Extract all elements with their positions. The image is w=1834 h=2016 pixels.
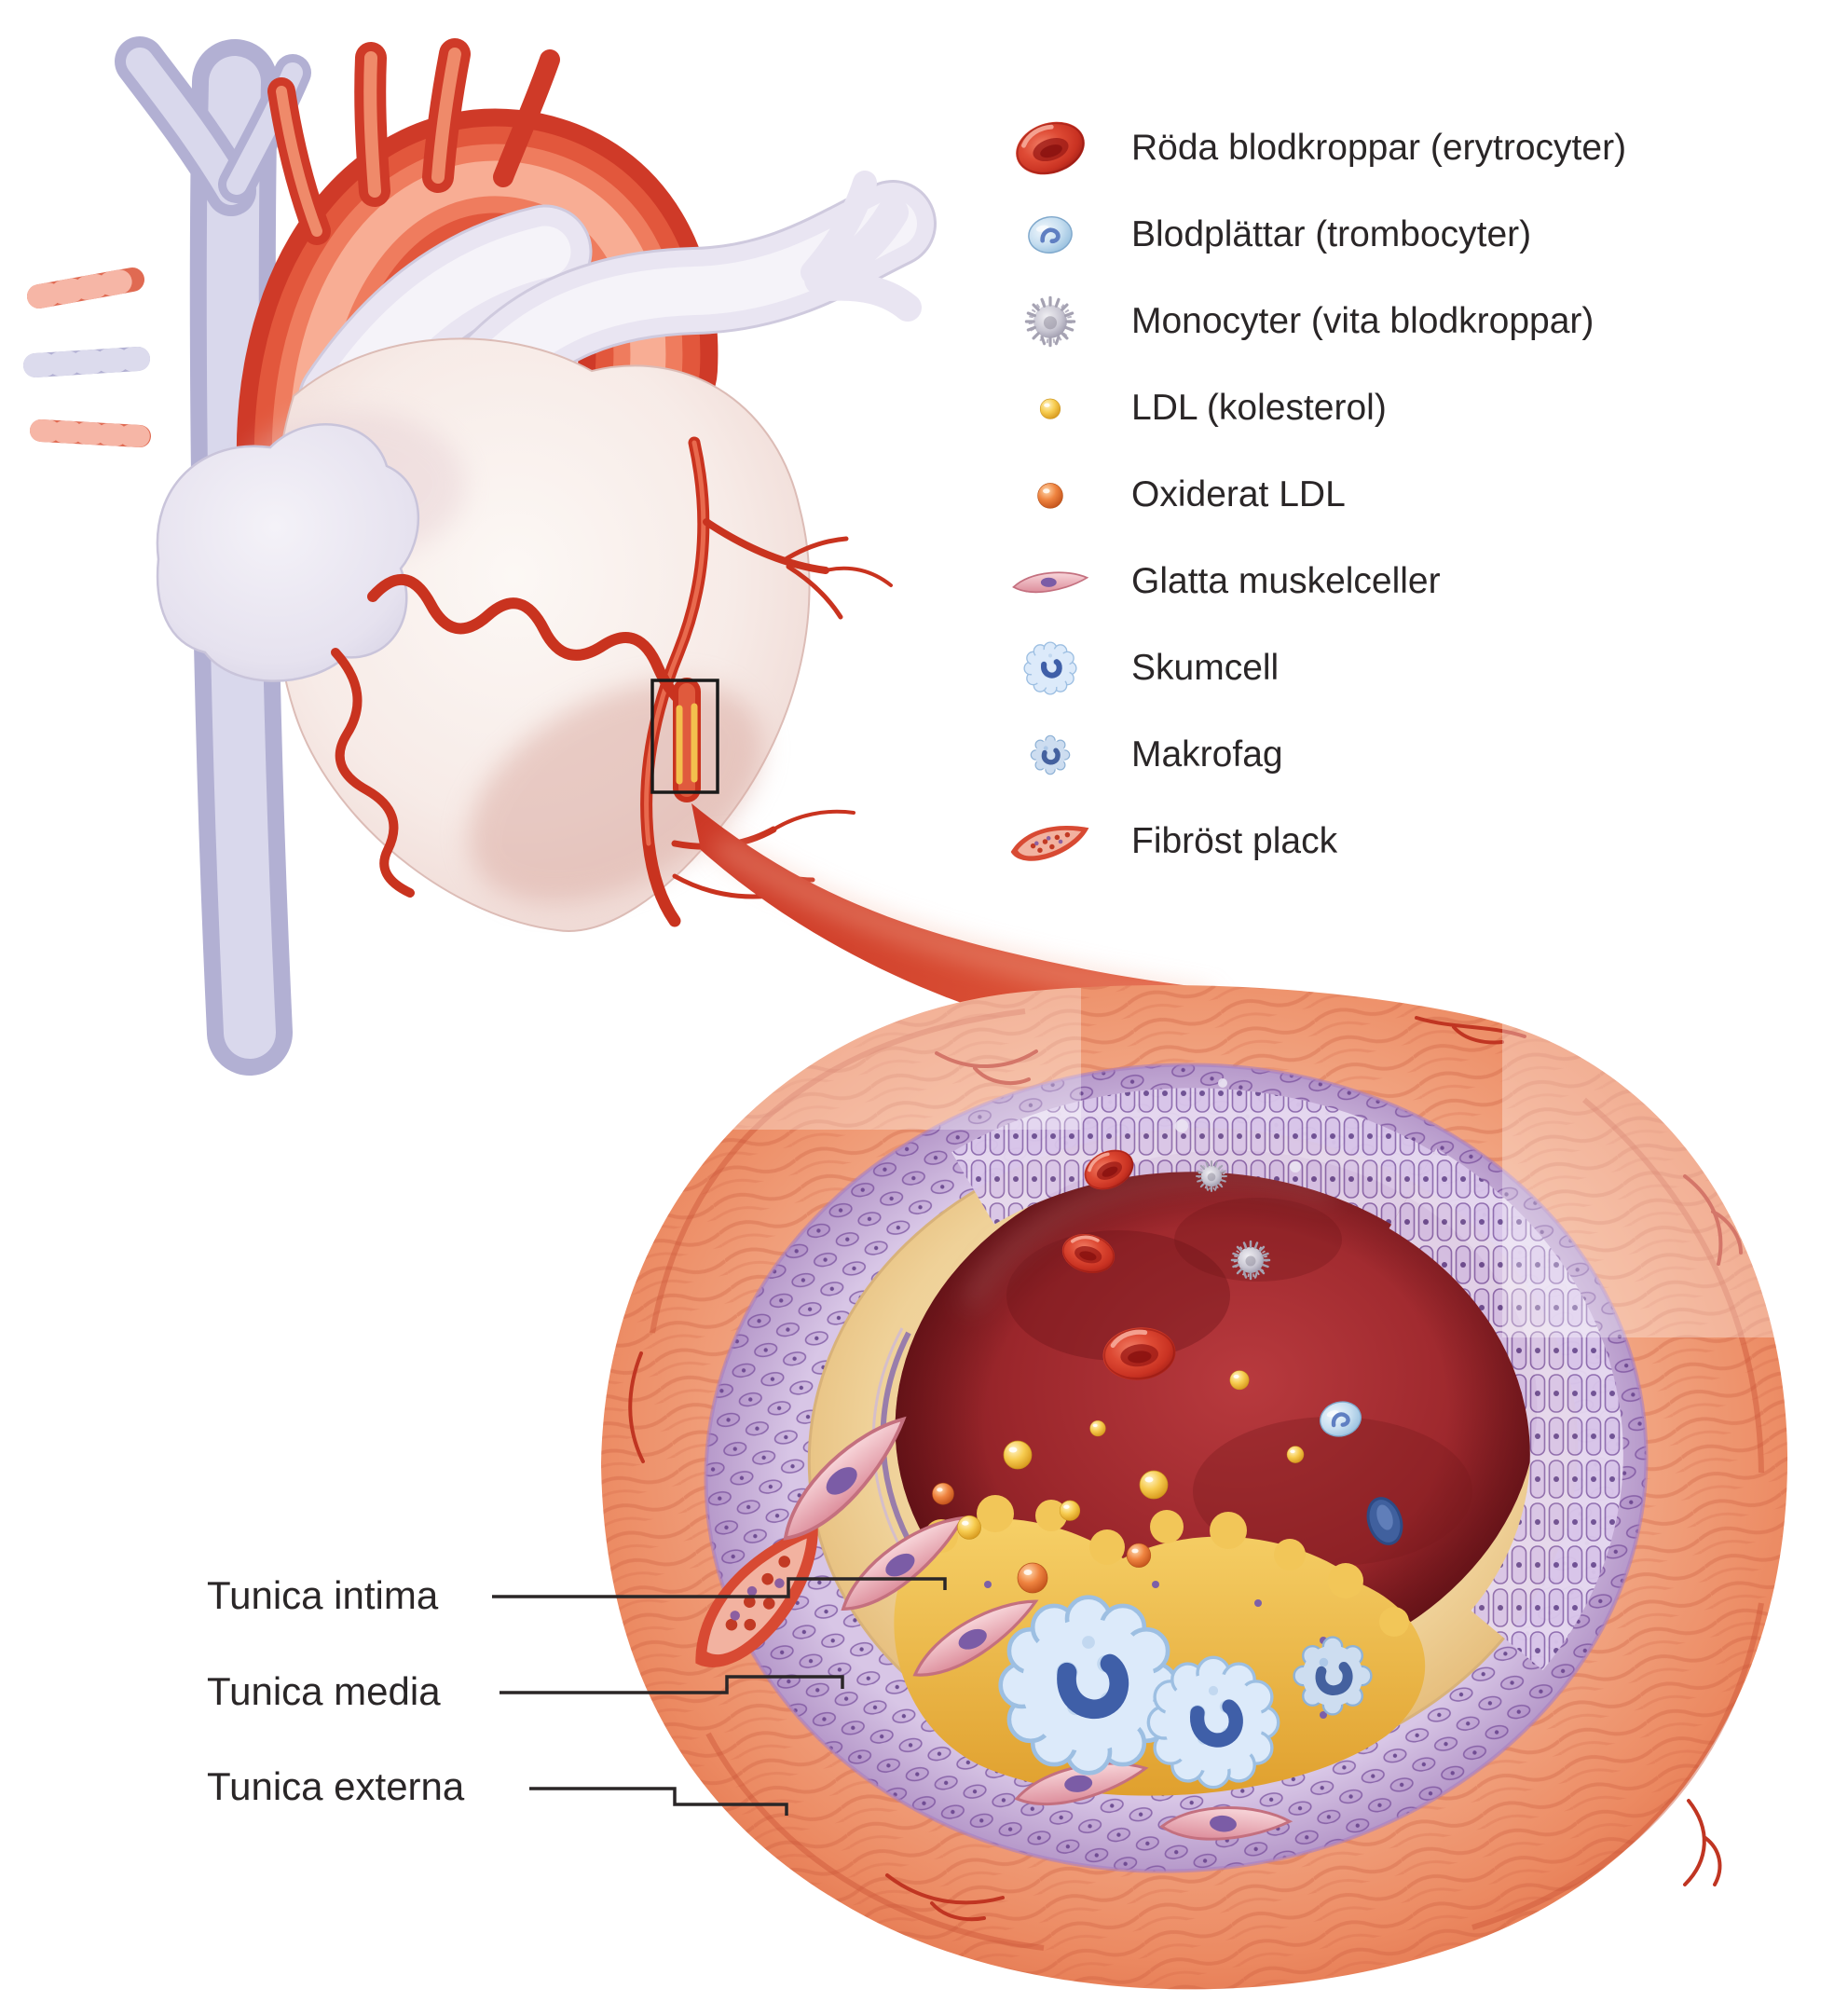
- white-cell-dot: [1218, 1078, 1227, 1088]
- legend-label: Fibröst plack: [1131, 820, 1338, 861]
- legend-item: Röda blodkroppar (erytrocyter): [980, 104, 1626, 191]
- legend-item: LDL (kolesterol): [980, 364, 1626, 451]
- activated-platelet: [1366, 1497, 1403, 1545]
- ldl-icon: [980, 391, 1120, 425]
- fibrous-plaque-icon: [980, 799, 1120, 885]
- legend-label: Glatta muskelceller: [1131, 560, 1441, 601]
- plaque-highlight-box: [650, 679, 719, 794]
- leader-line-tunica-media: [500, 1675, 844, 1694]
- heart-illustration: [23, 36, 937, 1076]
- monocyte: [1195, 1159, 1228, 1193]
- legend-item: Blodplättar (trombocyter): [980, 191, 1626, 278]
- vessel-stubs: [23, 267, 151, 447]
- intima-cell-band-top: [951, 1088, 1434, 1225]
- red-blood-cell-icon: [980, 110, 1120, 186]
- label-tunica-intima: Tunica intima: [207, 1573, 439, 1617]
- platelet-icon: [980, 208, 1120, 262]
- lumen-cells: [932, 1078, 1403, 1788]
- legend-item: Skumcell: [980, 624, 1626, 711]
- monocyte-icon: [980, 292, 1120, 351]
- ldl-particle: [1003, 1440, 1033, 1470]
- legend-item: Glatta muskelceller: [980, 538, 1626, 624]
- intima-cell-band-right: [1389, 1147, 1623, 1670]
- oxidized-ldl-particle: [932, 1482, 954, 1505]
- leader-line-tunica-intima: [492, 1577, 947, 1598]
- macrophage: [1294, 1638, 1372, 1715]
- externa-capillaries: [628, 1016, 1743, 1922]
- legend-item: Fibröst plack: [980, 798, 1626, 885]
- leader-line-tunica-externa: [529, 1787, 788, 1816]
- externa-fiber-arcs: [650, 1008, 1764, 1951]
- white-cell-dot: [1290, 1161, 1301, 1173]
- stenosis-segment: [673, 678, 701, 802]
- oxidized-ldl-particle: [1126, 1543, 1152, 1568]
- ldl-particle: [1286, 1446, 1305, 1463]
- artery-cross-section: [601, 985, 1788, 1990]
- label-tunica-externa: Tunica externa: [207, 1764, 465, 1808]
- monocyte: [1230, 1240, 1271, 1281]
- legend-label: Skumcell: [1131, 647, 1280, 688]
- right-atrium: [156, 423, 420, 682]
- legend-label: Röda blodkroppar (erytrocyter): [1131, 127, 1627, 168]
- foam-cell-icon: [980, 637, 1120, 700]
- ldl-particle: [1139, 1470, 1169, 1500]
- legend-item: Makrofag: [980, 711, 1626, 798]
- legend-label: Oxiderat LDL: [1131, 473, 1346, 514]
- oxidized-ldl-icon: [980, 475, 1120, 514]
- ldl-particle: [1059, 1500, 1081, 1521]
- macrophage-icon: [980, 727, 1120, 783]
- oxidized-ldl-particle: [1017, 1562, 1048, 1594]
- ldl-particle: [1089, 1419, 1106, 1437]
- legend-label: Monocyter (vita blodkroppar): [1131, 300, 1594, 341]
- legend-label: Blodplättar (trombocyter): [1131, 213, 1532, 254]
- label-tunica-media: Tunica media: [207, 1669, 441, 1713]
- legend-label: LDL (kolesterol): [1131, 387, 1387, 428]
- ldl-particle: [957, 1515, 981, 1540]
- smooth-muscle-cell-icon: [980, 542, 1120, 621]
- legend-label: Makrofag: [1131, 734, 1283, 775]
- label-leader-lines: [492, 1577, 947, 1816]
- legend-item: Monocyter (vita blodkroppar): [980, 278, 1626, 364]
- legend-item: Oxiderat LDL: [980, 451, 1626, 538]
- white-cell-dot: [1175, 1119, 1188, 1132]
- legend: Röda blodkroppar (erytrocyter) Blodplätt…: [980, 104, 1626, 885]
- ldl-particle: [1229, 1370, 1250, 1391]
